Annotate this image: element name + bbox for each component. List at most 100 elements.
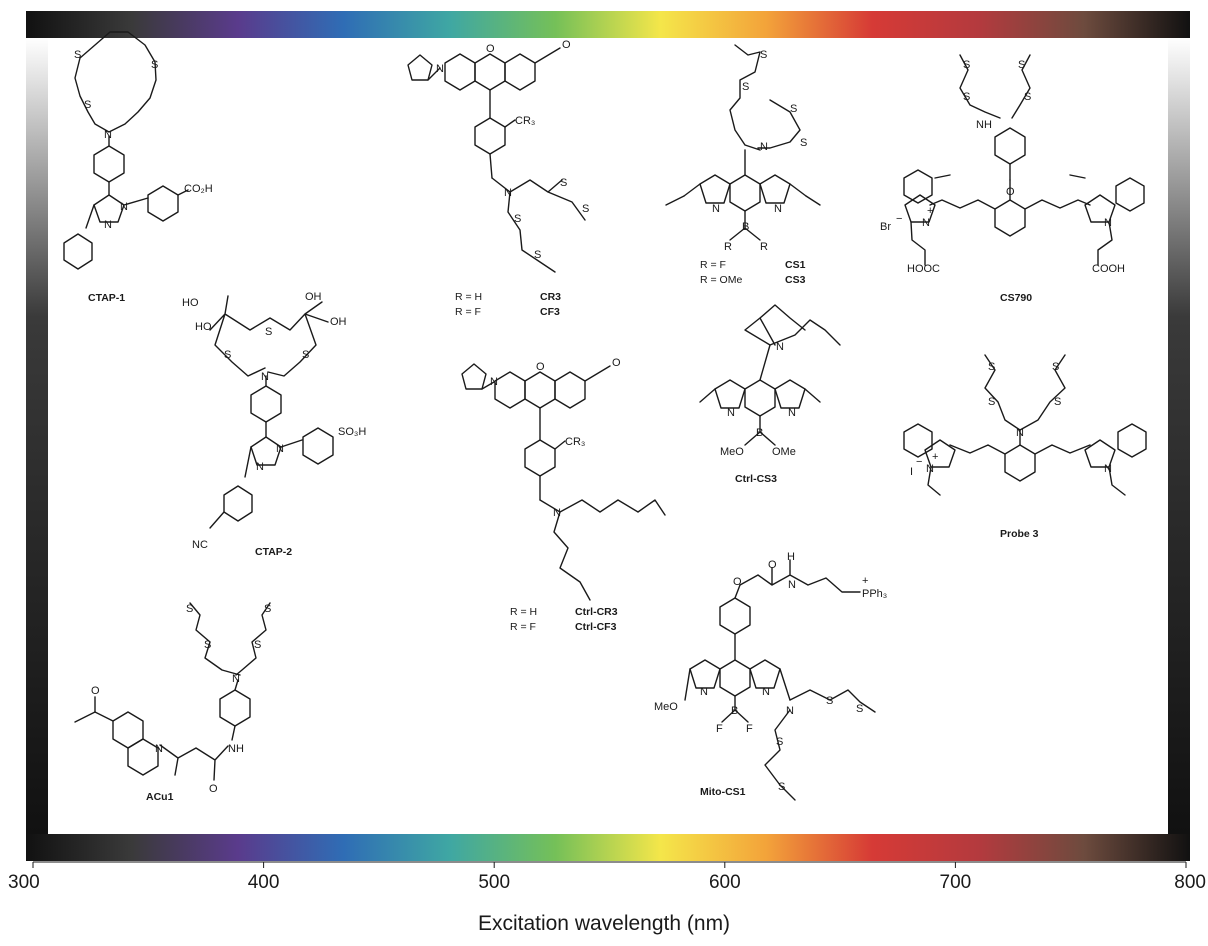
atom-label: Br — [880, 221, 891, 233]
atom-label: COOH — [1092, 263, 1125, 275]
compound-name: CTAP-2 — [255, 546, 292, 558]
axis-tick-label: 400 — [248, 872, 280, 893]
atom-label: S — [776, 736, 783, 748]
atom-label: I — [910, 466, 913, 478]
atom-label: N — [727, 407, 735, 419]
axis-tick-label: 600 — [709, 872, 741, 893]
compound-name: CTAP-1 — [88, 292, 125, 304]
atom-label: N — [1104, 217, 1112, 229]
atom-label: N — [1104, 463, 1112, 475]
substituent-label: R = F — [455, 306, 481, 318]
axis-tick-label: 500 — [478, 872, 510, 893]
spectrum-band-bottom — [26, 834, 1190, 861]
atom-label: R — [760, 241, 768, 253]
atom-label: F — [716, 723, 723, 735]
atom-label: O — [209, 783, 218, 795]
atom-label: N — [776, 341, 784, 353]
atom-label: N — [104, 129, 112, 141]
atom-label: S — [84, 99, 91, 111]
compound-name: CF3 — [540, 306, 560, 318]
atom-label: HOOC — [907, 263, 940, 275]
atom-label: S — [534, 249, 541, 261]
atom-label: S — [963, 59, 970, 71]
atom-label: S — [74, 49, 81, 61]
compound-ctap1: S S S N N N CO₂H CTAP-1 — [63, 31, 213, 304]
atom-label: S — [1052, 361, 1059, 373]
compound-acu1: S S S S N N NH O O ACu1 — [74, 602, 271, 803]
compound-ctap2: HO OH HO OH S S S N N N SO₃H NC CTAP-2 — [182, 291, 366, 558]
atom-label: S — [988, 361, 995, 373]
atom-label: N — [700, 686, 708, 698]
axis-tick-label: 300 — [8, 872, 40, 893]
atom-label: NH — [976, 119, 992, 131]
atom-label: + — [932, 451, 938, 463]
atom-label: PPh₃ — [862, 588, 887, 600]
compound-ctrl-cs3: N N N B MeO OMe Ctrl-CS3 — [699, 304, 841, 485]
axis-tick-label: 800 — [1174, 872, 1206, 893]
atom-label: S — [963, 91, 970, 103]
atom-label: CO₂H — [184, 183, 213, 195]
wavelength-axis: 300 400 500 600 700 800 Excitation wavelength… — [8, 861, 1206, 935]
atom-label: N — [436, 63, 444, 75]
compound-cs1: S S S S N N N B R R R = F CS1 R = OMe CS… — [665, 44, 821, 286]
atom-label: S — [826, 695, 833, 707]
atom-label: O — [612, 357, 621, 369]
atom-label: N — [553, 507, 561, 519]
atom-label: H — [787, 551, 795, 563]
atom-label: HO — [182, 297, 199, 309]
atom-label: + — [862, 575, 868, 587]
compound-mito-cs1: O O N H + PPh₃ N N B F F MeO N S S S S M… — [654, 551, 887, 801]
atom-label: N — [712, 203, 720, 215]
atom-label: O — [486, 43, 495, 55]
substituent-label: R = F — [700, 259, 726, 271]
atom-label: N — [788, 407, 796, 419]
atom-label: S — [265, 326, 272, 338]
atom-label: + — [927, 205, 933, 217]
atom-label: O — [562, 39, 571, 51]
frame-left-fade — [26, 38, 48, 834]
atom-label: S — [582, 203, 589, 215]
atom-label: N — [232, 673, 240, 685]
atom-label: S — [302, 349, 309, 361]
atom-label: B — [756, 427, 763, 439]
compound-cr3: N O O CR₃ N S S S S R = H CR3 R = F CF3 — [407, 39, 589, 318]
atom-label: S — [760, 49, 767, 61]
compound-name: CR3 — [540, 291, 561, 303]
axis-tick-label: 700 — [940, 872, 972, 893]
atom-label: N — [104, 219, 112, 231]
atom-label: CR₃ — [565, 436, 585, 448]
atom-label: N — [490, 376, 498, 388]
atom-label: S — [1018, 59, 1025, 71]
atom-label: S — [204, 639, 211, 651]
atom-label: N — [1016, 427, 1024, 439]
atom-label: NH — [228, 743, 244, 755]
atom-label: N — [922, 217, 930, 229]
atom-label: OH — [330, 316, 347, 328]
atom-label: B — [742, 221, 749, 233]
atom-label: O — [536, 361, 545, 373]
atom-label: O — [768, 559, 777, 571]
atom-label: S — [800, 137, 807, 149]
compound-name: Mito-CS1 — [700, 786, 746, 798]
atom-label: N — [256, 461, 264, 473]
atom-label: S — [186, 603, 193, 615]
compound-probe3: S S S S N N + I − N Probe 3 — [903, 354, 1147, 540]
atom-label: MeO — [720, 446, 744, 458]
atom-label: HO — [195, 321, 212, 333]
atom-label: S — [560, 177, 567, 189]
substituent-label: R = F — [510, 621, 536, 633]
frame-right-fade — [1168, 38, 1190, 834]
compound-ctrl-cr3: N O O CR₃ N R = H Ctrl-CR3 R = F Ctrl-CF… — [461, 357, 666, 633]
atom-label: N — [788, 579, 796, 591]
compound-name: ACu1 — [146, 791, 174, 803]
substituent-label: R = H — [510, 606, 537, 618]
atom-label: NC — [192, 539, 208, 551]
compound-name: CS3 — [785, 274, 806, 286]
substituent-label: R = OMe — [700, 274, 742, 286]
atom-label: S — [742, 81, 749, 93]
axis-title: Excitation wavelength (nm) — [478, 912, 730, 935]
atom-label: F — [746, 723, 753, 735]
atom-label: S — [264, 603, 271, 615]
atom-label: MeO — [654, 701, 678, 713]
compound-cs790: S S S S NH O N + Br − HOOC N COOH CS790 — [880, 54, 1145, 304]
